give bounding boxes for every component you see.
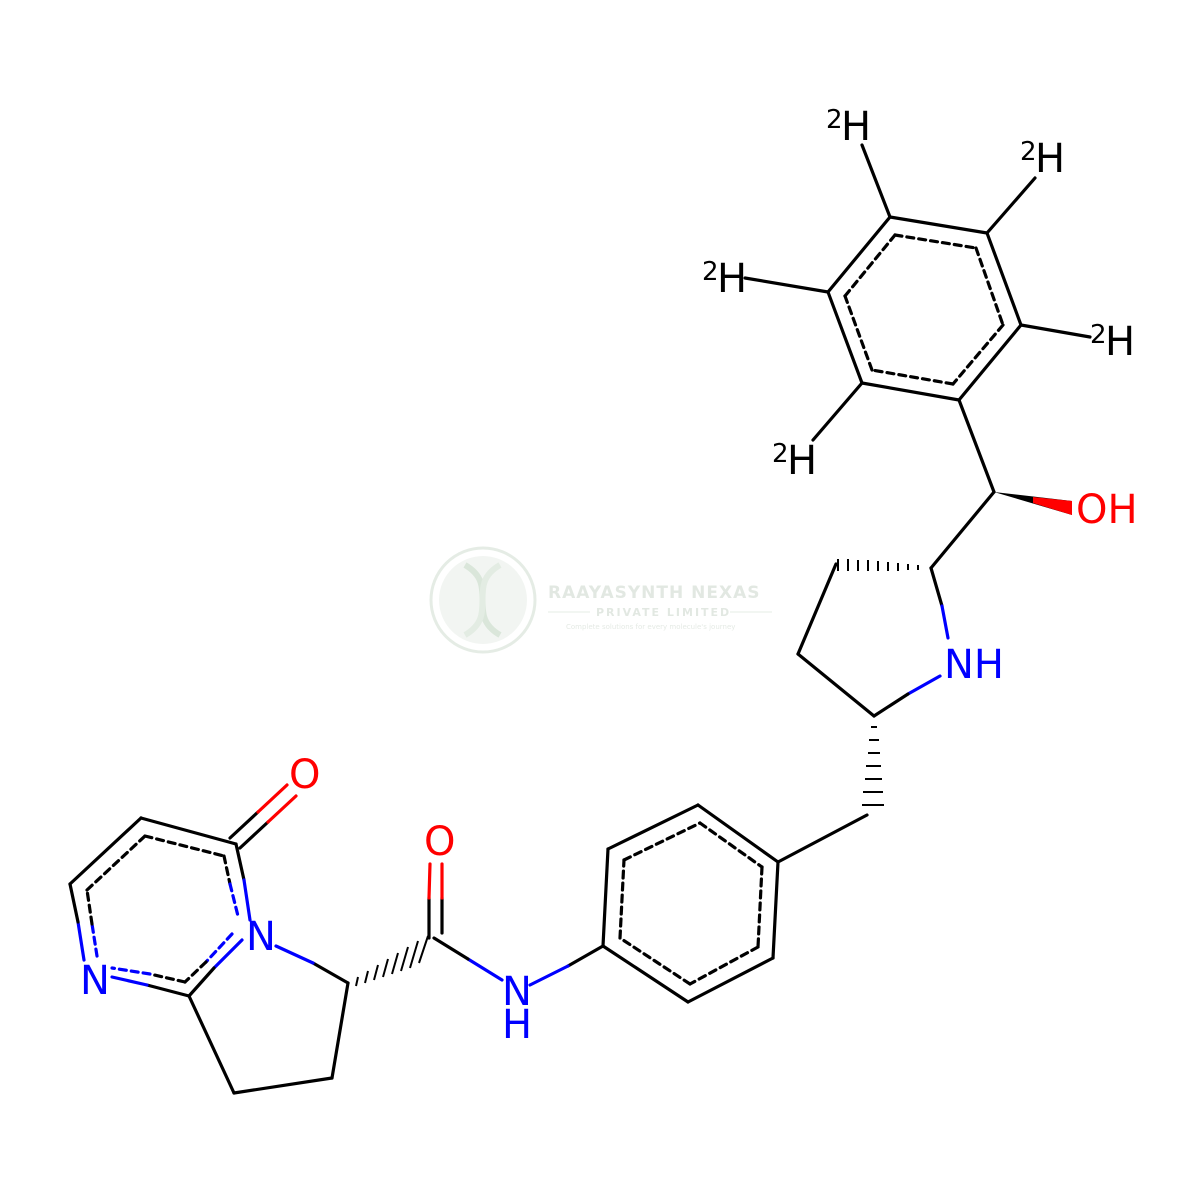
hydroxyl-label: OH	[1076, 487, 1138, 533]
svg-text:H: H	[717, 256, 747, 302]
ring-nitrogen-label: N	[80, 958, 110, 1004]
bonds	[68, 143, 1092, 1095]
deuterium-right-label: 2 H	[1090, 319, 1135, 365]
amide-hydrogen-label: H	[502, 1002, 532, 1048]
svg-text:2: 2	[1020, 137, 1037, 167]
ketone-oxygen-label: O	[289, 752, 320, 798]
deuterium-left-label: 2 H	[702, 256, 747, 302]
watermark-subtitle: PRIVATE LIMITED	[596, 606, 731, 619]
watermark-title: RAAYASYNTH NEXAS	[548, 583, 761, 603]
svg-text:2: 2	[772, 439, 789, 469]
watermark-tagline: Complete solutions for every molecule's …	[566, 623, 735, 631]
amide-nitrogen-label: N	[502, 969, 532, 1015]
bridgehead-nitrogen-label: N	[246, 914, 276, 960]
svg-text:2: 2	[826, 105, 843, 135]
svg-text:H: H	[841, 104, 871, 150]
phenyl-ring-d5	[743, 143, 1092, 494]
atom-labels: 2 H 2 H 2 H 2 H 2 H OH NH O O N H N N	[80, 104, 1138, 1048]
svg-text:H: H	[1035, 136, 1065, 182]
svg-text:2: 2	[702, 257, 719, 287]
pyrrolidine-nh-label: NH	[944, 642, 1004, 688]
amide-oxygen-label: O	[424, 819, 455, 865]
svg-text:2: 2	[1090, 320, 1107, 350]
benzene-ring	[601, 803, 780, 1004]
deuterium-bottom-label: 2 H	[772, 438, 817, 484]
dna-helix-logo-icon	[429, 546, 537, 654]
svg-text:H: H	[787, 438, 817, 484]
watermark: RAAYASYNTH NEXAS PRIVATE LIMITED Complet…	[429, 546, 772, 654]
deuterium-top-label: 2 H	[826, 104, 871, 150]
deuterium-top-right-label: 2 H	[1020, 136, 1065, 182]
stereo-bonds	[355, 492, 1072, 987]
svg-text:H: H	[1105, 319, 1135, 365]
